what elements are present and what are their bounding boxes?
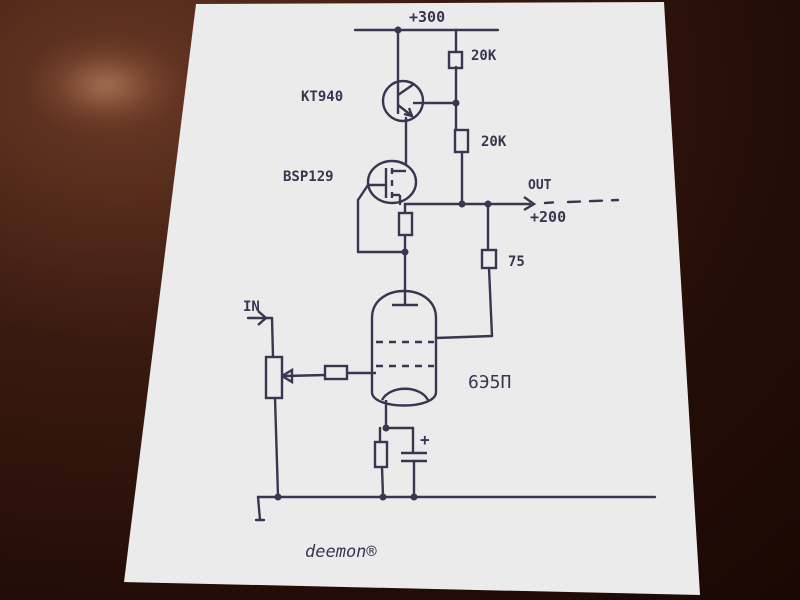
input-arrow bbox=[257, 310, 268, 326]
label-supply-out: +200 bbox=[530, 208, 566, 226]
mosfet-symbol bbox=[366, 159, 418, 205]
paper-sheet bbox=[124, 2, 700, 595]
label-input: IN bbox=[243, 299, 260, 315]
transistor-symbol bbox=[381, 79, 426, 123]
input-potentiometer bbox=[264, 355, 284, 400]
label-tube: 6Э5П bbox=[468, 372, 511, 393]
label-resistor-75: 75 bbox=[508, 254, 525, 270]
label-transistor: KT940 bbox=[301, 89, 343, 105]
resistor-75 bbox=[480, 248, 498, 270]
label-cap-polarity: + bbox=[420, 430, 430, 449]
label-mosfet: BSP129 bbox=[283, 169, 334, 185]
tube-symbol bbox=[370, 289, 438, 410]
pot-wiper-arrow bbox=[281, 367, 294, 385]
resistor-cathode bbox=[373, 440, 389, 469]
junction-dots bbox=[274, 26, 492, 501]
circuit-wires bbox=[246, 28, 657, 522]
resistor-grid bbox=[323, 364, 349, 381]
label-resistor-mid: 20K bbox=[481, 134, 507, 150]
output-arrow bbox=[523, 196, 537, 212]
label-signature: deemon® bbox=[305, 542, 377, 562]
resistor-top-20k bbox=[447, 50, 464, 70]
resistors bbox=[264, 50, 498, 469]
label-supply-top: +300 bbox=[409, 8, 445, 26]
resistor-source bbox=[397, 211, 414, 237]
label-output: OUT bbox=[528, 178, 552, 193]
resistor-mid-20k bbox=[453, 128, 470, 154]
light-glare bbox=[30, 40, 180, 130]
label-resistor-top: 20K bbox=[471, 48, 497, 64]
